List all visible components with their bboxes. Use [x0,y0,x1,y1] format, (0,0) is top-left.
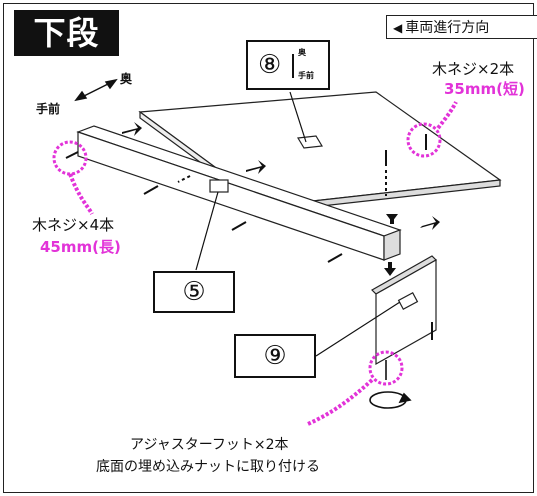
adjuster-foot [369,360,412,409]
feet-label: アジャスターフット×2本 [130,437,289,453]
part-8-indicator-bottom: 手前 [298,71,314,80]
part-9-box: ⑨ [234,334,316,378]
part-8-box: ⑧ 奥 手前 [246,40,330,90]
back-label: 奥 [120,72,133,86]
screws-left-spec: 45mm(長) [40,238,121,256]
car-direction-icon: ◀ [393,21,403,35]
direction-legend: ◀車両進行方向 [386,15,537,39]
front-label: 手前 [36,102,61,116]
page-frame [3,3,534,493]
screws-left-label: 木ネジ×4本 [32,216,115,234]
screws [65,134,433,340]
section-title: 下段 [14,10,119,56]
screws-right-label: 木ネジ×2本 [432,60,515,78]
side-panel [371,255,437,366]
screws-right-spec: 35mm(短) [444,80,525,98]
front-panel [76,125,402,261]
part-5-box: ⑤ [153,271,235,313]
part-8-number: ⑧ [258,50,282,80]
feet-instruction: 底面の埋め込みナットに取り付ける [96,459,320,475]
part-5-number: ⑤ [182,277,206,307]
orientation-arrow [74,78,118,102]
highlight-circles [52,122,442,386]
highlight-leaders [68,101,458,426]
part-9-number: ⑨ [263,341,287,371]
direction-label: 車両進行方向 [405,20,490,36]
part-8-indicator-top: 奥 [298,48,306,57]
assembly-arrows [122,122,440,276]
part-leaders [195,91,401,357]
up-down-arrow-icon [292,54,294,78]
